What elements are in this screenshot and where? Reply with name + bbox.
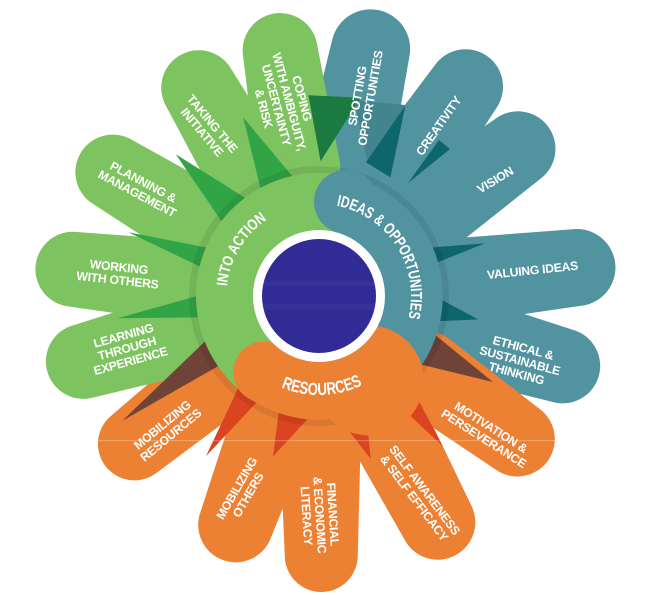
svg-text:FINANCIAL& ECONOMICLITERACY: FINANCIAL& ECONOMICLITERACY <box>297 476 342 555</box>
svg-text:COPINGWITH AMBIGUITY,UNCERTAIN: COPINGWITH AMBIGUITY,UNCERTAINTY& RISK <box>244 48 322 159</box>
